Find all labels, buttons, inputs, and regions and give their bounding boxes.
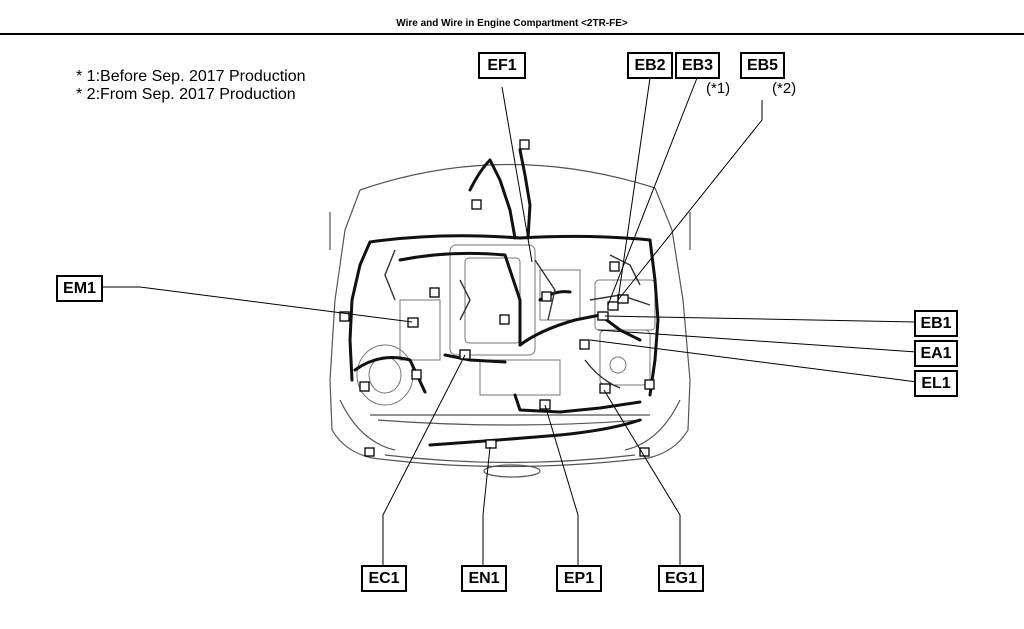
callout-en1: EN1 [461, 565, 507, 592]
wire-harness [348, 148, 660, 447]
callout-eb1: EB1 [914, 310, 958, 337]
callout-ef1: EF1 [478, 52, 526, 79]
production-note-1: * 1:Before Sep. 2017 Production [76, 68, 306, 85]
callout-em1: EM1 [56, 275, 103, 302]
callout-ec1: EC1 [361, 565, 407, 592]
callout-ea1: EA1 [914, 340, 958, 367]
callout-eb3: EB3 [675, 52, 720, 79]
callout-eb5: EB5 [740, 52, 785, 79]
connector-blocks [339, 139, 655, 457]
footnote-ref-eb3: (*1) [706, 80, 731, 97]
page-title: Wire and Wire in Engine Compartment <2TR… [396, 18, 628, 29]
callout-eg1: EG1 [658, 565, 704, 592]
leader-lines [100, 77, 918, 566]
title-rule [0, 33, 1024, 35]
production-note-2: * 2:From Sep. 2017 Production [76, 86, 296, 103]
callout-el1: EL1 [914, 370, 958, 397]
wire-harness-branches [384, 249, 651, 389]
callout-eb2: EB2 [627, 52, 673, 79]
vehicle-body-outline [329, 163, 691, 478]
callout-ep1: EP1 [556, 565, 602, 592]
footnote-ref-eb5: (*2) [772, 80, 797, 97]
